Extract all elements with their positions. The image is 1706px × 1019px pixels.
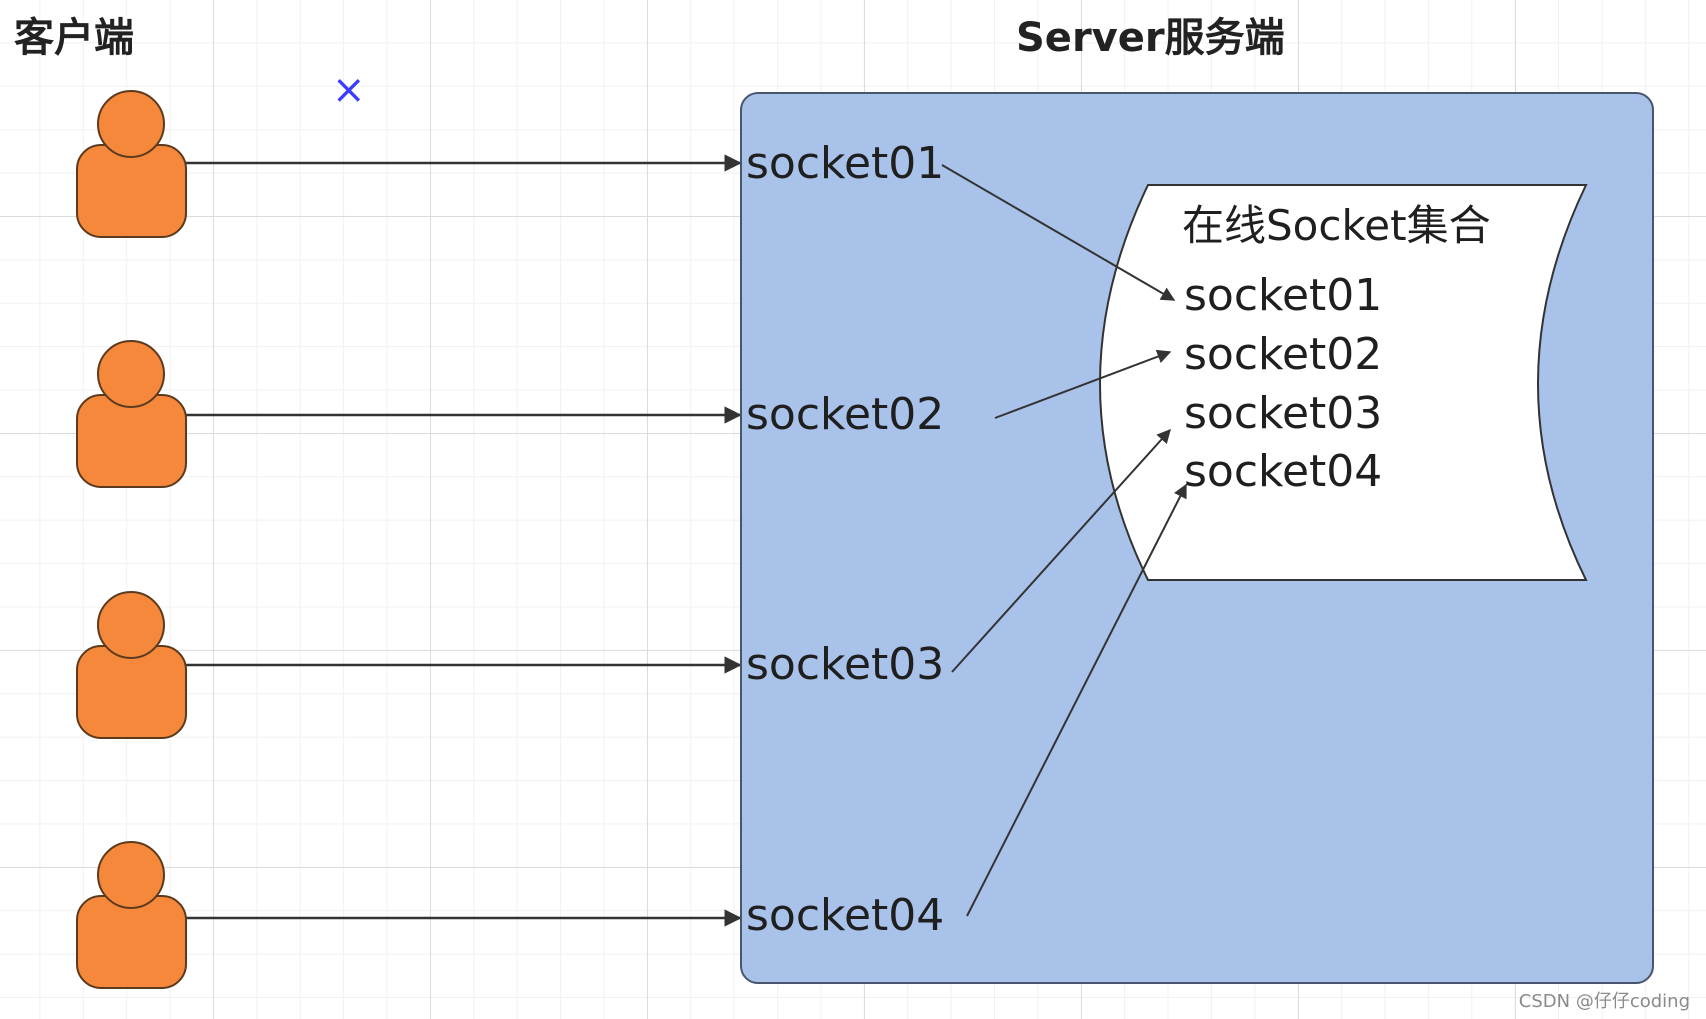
client-title: 客户端 [14,15,134,61]
online-set-item-1: socket01 [1184,270,1383,321]
socket03-to-set-arrow [951,428,1171,673]
user-icon [76,340,187,488]
socket02-to-set-arrow [994,349,1172,419]
user-icon [76,90,187,238]
server-socket-4: socket04 [746,890,945,941]
online-set-item-2: socket02 [1184,329,1383,380]
user-icon [76,591,187,739]
server-socket-3: socket03 [746,639,945,690]
online-set-title: 在线Socket集合 [1182,201,1491,250]
online-set-item-3: socket03 [1184,388,1383,439]
user-icon [76,841,187,989]
server-socket-2: socket02 [746,389,945,440]
server-socket-1: socket01 [746,138,945,189]
watermark: CSDN @仔仔coding [1518,991,1690,1012]
socket04-to-set-arrow [966,483,1187,917]
online-set-item-4: socket04 [1184,446,1383,497]
close-icon[interactable]: × [332,67,366,113]
online-socket-set-shape [1099,184,1588,581]
socket01-to-set-arrow [941,164,1176,301]
server-title: Server服务端 [1016,15,1285,61]
